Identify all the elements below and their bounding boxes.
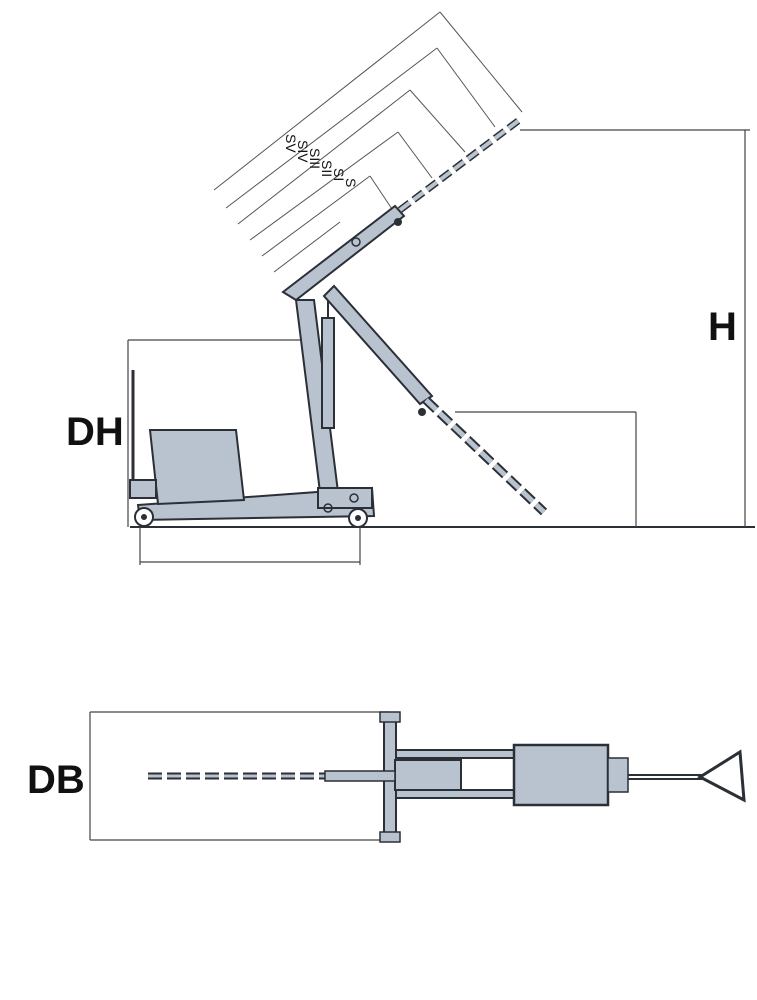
- label-dh: DH: [66, 410, 124, 454]
- raised-boom: [281, 115, 525, 302]
- boom-extension-dimensions: [213, 11, 523, 273]
- label-h: H: [708, 305, 737, 349]
- label-db: DB: [27, 758, 85, 802]
- extension-label-si: SI: [331, 168, 347, 181]
- lowered-boom: [322, 284, 548, 516]
- dimension-db: [89, 711, 390, 841]
- boom-extension-labels: SV SIV SIII SII SI S: [283, 134, 359, 187]
- boom-carriage: [394, 759, 462, 791]
- handle-top: [628, 749, 746, 803]
- extension-label-siv: SIV: [295, 140, 311, 163]
- dimension-lowered-boom: [455, 411, 637, 527]
- side-view: SV SIV SIII SII SI S: [127, 11, 755, 565]
- counterweight-box-top: [512, 743, 610, 807]
- wheels: [134, 507, 368, 528]
- counterweight-box: [148, 429, 246, 506]
- hydraulic-cylinder: [321, 317, 335, 429]
- dimension-base-length: [139, 527, 361, 565]
- mast: [294, 299, 340, 493]
- chassis: [136, 486, 376, 522]
- dimension-dh: [127, 339, 300, 527]
- dimension-h: [520, 129, 750, 527]
- extension-label-siii: SIII: [307, 148, 323, 169]
- extension-label-s: S: [343, 178, 359, 187]
- extension-label-sii: SII: [319, 160, 335, 177]
- top-view: [89, 711, 746, 843]
- extension-label-sv: SV: [283, 134, 299, 153]
- handle: [129, 370, 157, 499]
